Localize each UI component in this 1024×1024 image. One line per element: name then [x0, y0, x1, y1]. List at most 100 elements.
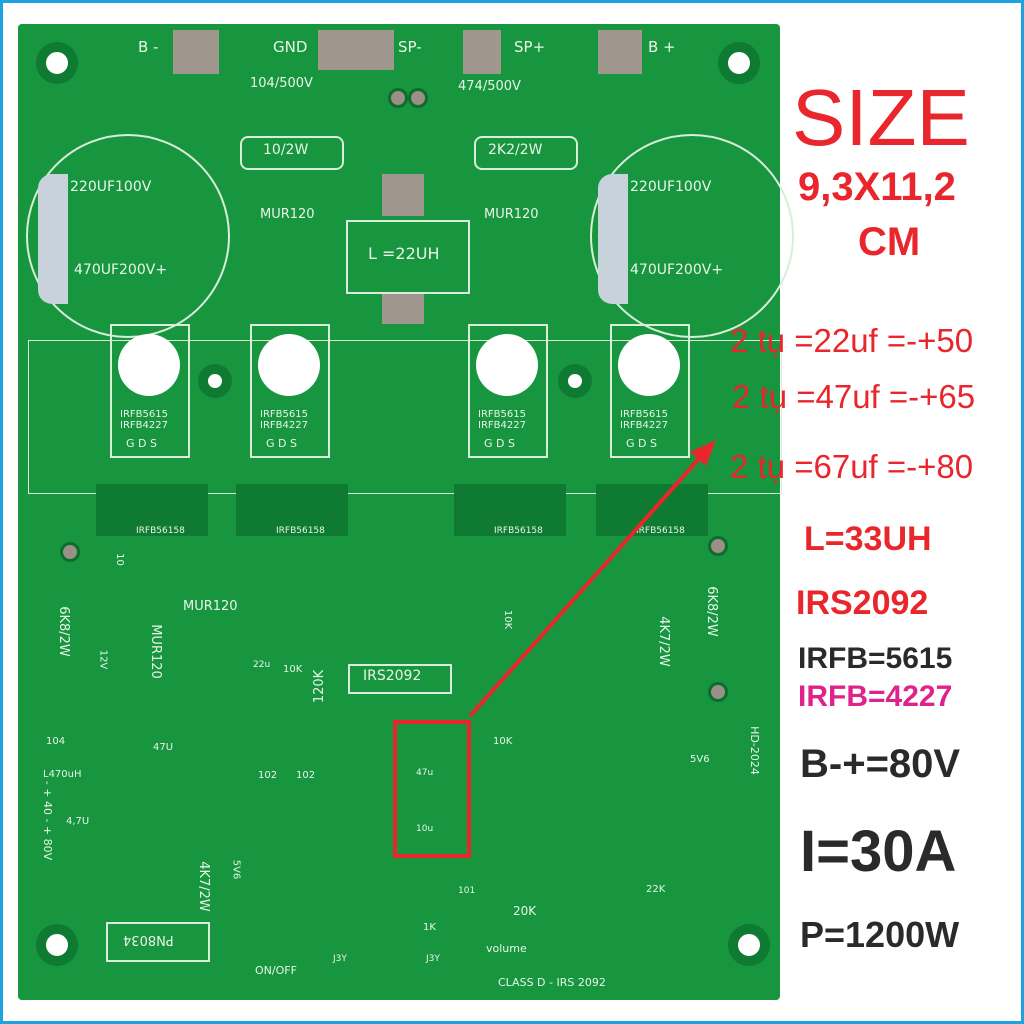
solder-pad — [388, 88, 408, 108]
mosfet-label: IRFB5615 IRFB4227 — [478, 409, 526, 431]
mosfet-pins: G D S — [626, 437, 657, 450]
size-unit: CM — [858, 220, 921, 264]
driver-spec: IRS2092 — [796, 584, 929, 622]
transistor-label: J3Y — [333, 954, 347, 964]
inductance-spec: L=33UH — [804, 520, 932, 558]
mosfet-outline — [250, 324, 330, 458]
capacitor-label: 10u — [416, 824, 434, 834]
inductor-pad — [382, 174, 424, 216]
mounting-hole — [36, 924, 78, 966]
capacitor-label: 102 — [258, 770, 278, 781]
diode-label: MUR120 — [183, 599, 238, 614]
power-spec: P=1200W — [800, 914, 960, 955]
transistor-label: J3Y — [426, 954, 440, 964]
cap-spec-1: 2 tụ =22uf =-+50 — [730, 322, 974, 359]
cap-spec-2: 2 tụ =47uf =-+65 — [732, 378, 976, 415]
mosfet-footprint — [454, 484, 566, 536]
solder-pad — [708, 536, 728, 556]
resistor-label: 22K — [646, 884, 666, 895]
cap-label: 474/500V — [458, 79, 521, 94]
terminal-pad — [173, 30, 219, 74]
mosfet-outline — [468, 324, 548, 458]
capacitor-label: 101 — [458, 886, 476, 896]
label-gnd: GND — [273, 38, 308, 56]
mosfet-footprint-label: IRFB56158 — [494, 526, 543, 536]
capacitor-label: 220UF100V — [630, 179, 712, 195]
resistor-label: 1K — [423, 922, 436, 933]
arrow-line — [468, 450, 707, 718]
ic-label: IRS2092 — [363, 668, 422, 684]
board-title: CLASS D - IRS 2092 — [498, 976, 606, 989]
capacitor-polarity-band — [598, 174, 628, 304]
label-sp-plus: SP+ — [514, 38, 546, 56]
diode-label: MUR120 — [260, 207, 315, 222]
inductor-label: L470uH — [43, 769, 82, 780]
resistor-label: 10/2W — [263, 142, 309, 158]
mosfet-footprint-label: IRFB56158 — [636, 526, 685, 536]
irfb-spec-2: IRFB=4227 — [798, 680, 953, 713]
resistor-label: 10K — [493, 736, 513, 747]
mosfet-footprint-label: IRFB56158 — [136, 526, 185, 536]
mounting-hole — [36, 42, 78, 84]
ic-outline — [106, 922, 210, 962]
capacitor-label: 22u — [253, 660, 271, 670]
mosfet-footprint-label: IRFB56158 — [276, 526, 325, 536]
size-title: SIZE — [792, 73, 970, 162]
mounting-hole — [718, 42, 760, 84]
current-spec: I=30A — [800, 819, 957, 884]
mosfet-outline — [610, 324, 690, 458]
resistor-label: 10K — [283, 664, 303, 675]
inductor-pad — [382, 294, 424, 324]
diode-label: MUR120 — [484, 207, 539, 222]
resistor-label: 2K2/2W — [488, 142, 543, 158]
mosfet-footprint — [96, 484, 208, 536]
zener-label: 5V6 — [690, 754, 710, 765]
capacitor-polarity-band — [38, 174, 68, 304]
ic-outline — [348, 664, 452, 694]
inductor-label: L =22UH — [368, 244, 440, 263]
label-sp-minus: SP- — [398, 38, 422, 56]
arrow-head-icon — [690, 440, 716, 466]
switch-label: ON/OFF — [255, 964, 297, 977]
solder-pad — [408, 88, 428, 108]
solder-pad — [708, 682, 728, 702]
capacitor-label: 4,7U — [66, 816, 90, 827]
capacitor-label: 47U — [153, 742, 174, 753]
pot-label: 20K — [513, 904, 537, 918]
cap-label: 104/500V — [250, 76, 313, 91]
label-b-plus: B + — [648, 38, 676, 56]
mosfet-label: IRFB5615 IRFB4227 — [120, 409, 168, 431]
resistor-outline — [240, 136, 344, 170]
mosfet-label: IRFB5615 IRFB4227 — [620, 409, 668, 431]
label-b-minus: B - — [138, 38, 159, 56]
terminal-pad — [463, 30, 501, 74]
solder-pad — [60, 542, 80, 562]
mosfet-footprint — [236, 484, 348, 536]
mosfet-outline — [110, 324, 190, 458]
mounting-hole — [728, 924, 770, 966]
voltage-spec: B-+=80V — [800, 742, 961, 786]
capacitor-label: 220UF100V — [70, 179, 152, 195]
size-value: 9,3X11,2 — [798, 165, 956, 209]
capacitor-label: 470UF200V+ — [74, 262, 168, 278]
mosfet-pins: G D S — [126, 437, 157, 450]
cap-spec-3: 2 tụ =67uf =-+80 — [730, 448, 974, 485]
mosfet-pins: G D S — [484, 437, 515, 450]
terminal-pad — [598, 30, 642, 74]
resistor-outline — [474, 136, 578, 170]
capacitor-label: 47u — [416, 768, 434, 778]
mosfet-pins: G D S — [266, 437, 297, 450]
heatsink-outline — [28, 340, 782, 494]
mosfet-label: IRFB5615 IRFB4227 — [260, 409, 308, 431]
highlight-box — [393, 720, 471, 858]
capacitor-label: 104 — [46, 736, 66, 747]
capacitor-label: 470UF200V+ — [630, 262, 724, 278]
mounting-hole — [198, 364, 232, 398]
mounting-hole — [558, 364, 592, 398]
inductor-outline — [346, 220, 470, 294]
irfb-spec-1: IRFB=5615 — [798, 642, 953, 675]
volume-label: volume — [486, 942, 527, 955]
terminal-pad — [318, 30, 394, 70]
